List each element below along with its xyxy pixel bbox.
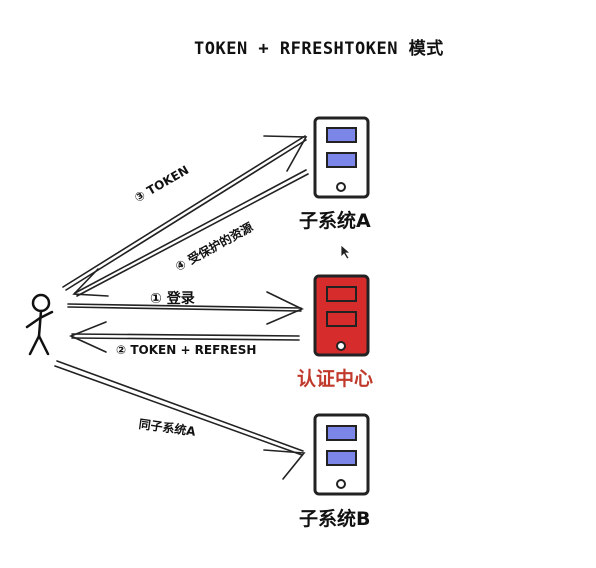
user-icon xyxy=(25,293,54,356)
system-b-label: 子系统B xyxy=(299,508,371,530)
auth-center-label: 认证中心 xyxy=(297,368,374,390)
arrow-token-to-system-a xyxy=(62,135,308,291)
cursor-icon xyxy=(340,244,352,260)
arrow-token-refresh xyxy=(68,321,300,353)
edge-label-login: ① 登录 xyxy=(150,291,195,307)
arrow-login xyxy=(67,291,304,325)
system-a-label: 子系统A xyxy=(299,210,371,232)
auth-center-device-icon xyxy=(313,274,370,357)
diagram-title: TOKEN + RFRESHTOKEN 模式 xyxy=(194,39,444,59)
arrow-protected-resource xyxy=(72,169,309,297)
edge-label-token-refresh: ② TOKEN + REFRESH xyxy=(116,343,257,357)
arrow-to-system-b xyxy=(54,360,306,480)
system-b-device-icon xyxy=(313,413,370,496)
system-a-device-icon xyxy=(313,116,370,199)
